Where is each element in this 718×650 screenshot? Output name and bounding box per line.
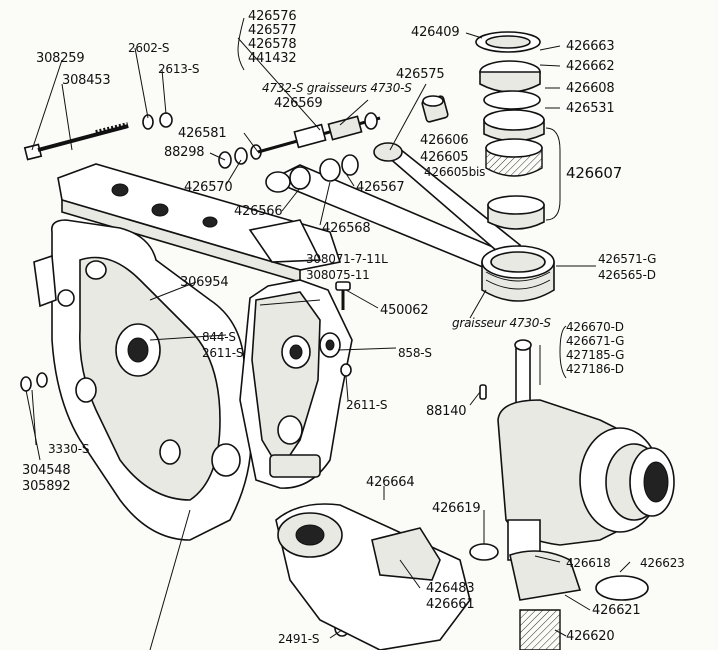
label-426671-g: 426671-G	[566, 334, 625, 348]
label-450062: 450062	[380, 303, 429, 318]
label-426576: 426576	[248, 9, 297, 24]
label-graisseur-4730s: graisseur 4730-S	[452, 316, 551, 330]
label-858s: 858-S	[398, 346, 432, 360]
label-308259: 308259	[36, 51, 85, 66]
label-844s: 844-S	[202, 330, 236, 344]
label-2491s: 2491-S	[278, 632, 320, 646]
leader-lines	[25, 17, 631, 650]
label-88298: 88298	[164, 145, 205, 160]
ring-housing	[481, 245, 555, 302]
label-426608: 426608	[566, 81, 615, 96]
label-426409: 426409	[411, 25, 460, 40]
label-426605bis: 426605bis	[424, 165, 486, 179]
label-88140: 88140	[426, 404, 467, 419]
label-426607: 426607	[566, 164, 623, 182]
label-308453: 308453	[62, 73, 111, 88]
crossmember-bracket	[57, 163, 342, 284]
label-group-b: 426670-D 426671-G 427185-G 427186-D	[566, 320, 624, 376]
label-426566: 426566	[234, 204, 283, 219]
label-group-a: 426576 426577 426578 441432	[248, 9, 297, 66]
label-426619: 426619	[432, 501, 481, 516]
label-426565-d: 426565-D	[598, 268, 656, 282]
long-bolt	[23, 122, 129, 161]
label-426662: 426662	[566, 59, 615, 74]
label-426621: 426621	[592, 603, 641, 618]
label-2613s: 2613-S	[158, 62, 200, 76]
label-2602s: 2602-S	[128, 41, 170, 55]
label-426577: 426577	[248, 23, 297, 38]
label-426575: 426575	[396, 67, 445, 82]
stub-axle	[497, 339, 675, 561]
label-427185-g: 427185-G	[566, 348, 625, 362]
label-426606: 426606	[420, 133, 469, 148]
label-4732s-graisseurs: 4732-S graisseurs 4730-S	[262, 81, 412, 95]
label-426661: 426661	[426, 597, 475, 612]
label-426664: 426664	[366, 475, 415, 490]
upper-arm-shaft	[257, 112, 381, 154]
label-2611s-b: 2611-S	[346, 398, 388, 412]
label-426670-d: 426670-D	[566, 320, 624, 334]
label-426578: 426578	[248, 37, 297, 52]
label-305892: 305892	[22, 479, 71, 494]
label-426618: 426618	[566, 556, 611, 570]
label-426623: 426623	[640, 556, 685, 570]
label-426483: 426483	[426, 581, 475, 596]
label-427186-d: 427186-D	[566, 362, 624, 376]
label-426569: 426569	[274, 96, 323, 111]
label-426605: 426605	[420, 150, 469, 165]
label-426567: 426567	[356, 180, 405, 195]
label-426571-g: 426571-G	[598, 252, 657, 266]
label-426570: 426570	[184, 180, 233, 195]
label-426581: 426581	[178, 126, 227, 141]
bush	[421, 95, 449, 123]
label-3330s: 3330-S	[48, 442, 90, 456]
label-426568: 426568	[322, 221, 371, 236]
label-426663: 426663	[566, 39, 615, 54]
label-426620: 426620	[566, 629, 615, 644]
label-306954: 306954	[180, 275, 229, 290]
label-441432: 441432	[248, 51, 297, 66]
lower-arm	[275, 503, 649, 650]
bearing-stack	[475, 31, 545, 230]
label-426531: 426531	[566, 101, 615, 116]
label-308071: 308071-7-11L	[306, 252, 388, 266]
upright-bracket	[239, 279, 353, 489]
main-frame-casting	[33, 219, 252, 541]
label-2611s: 2611-S	[202, 346, 244, 360]
label-308075: 308075-11	[306, 268, 370, 282]
label-304548: 304548	[22, 463, 71, 478]
